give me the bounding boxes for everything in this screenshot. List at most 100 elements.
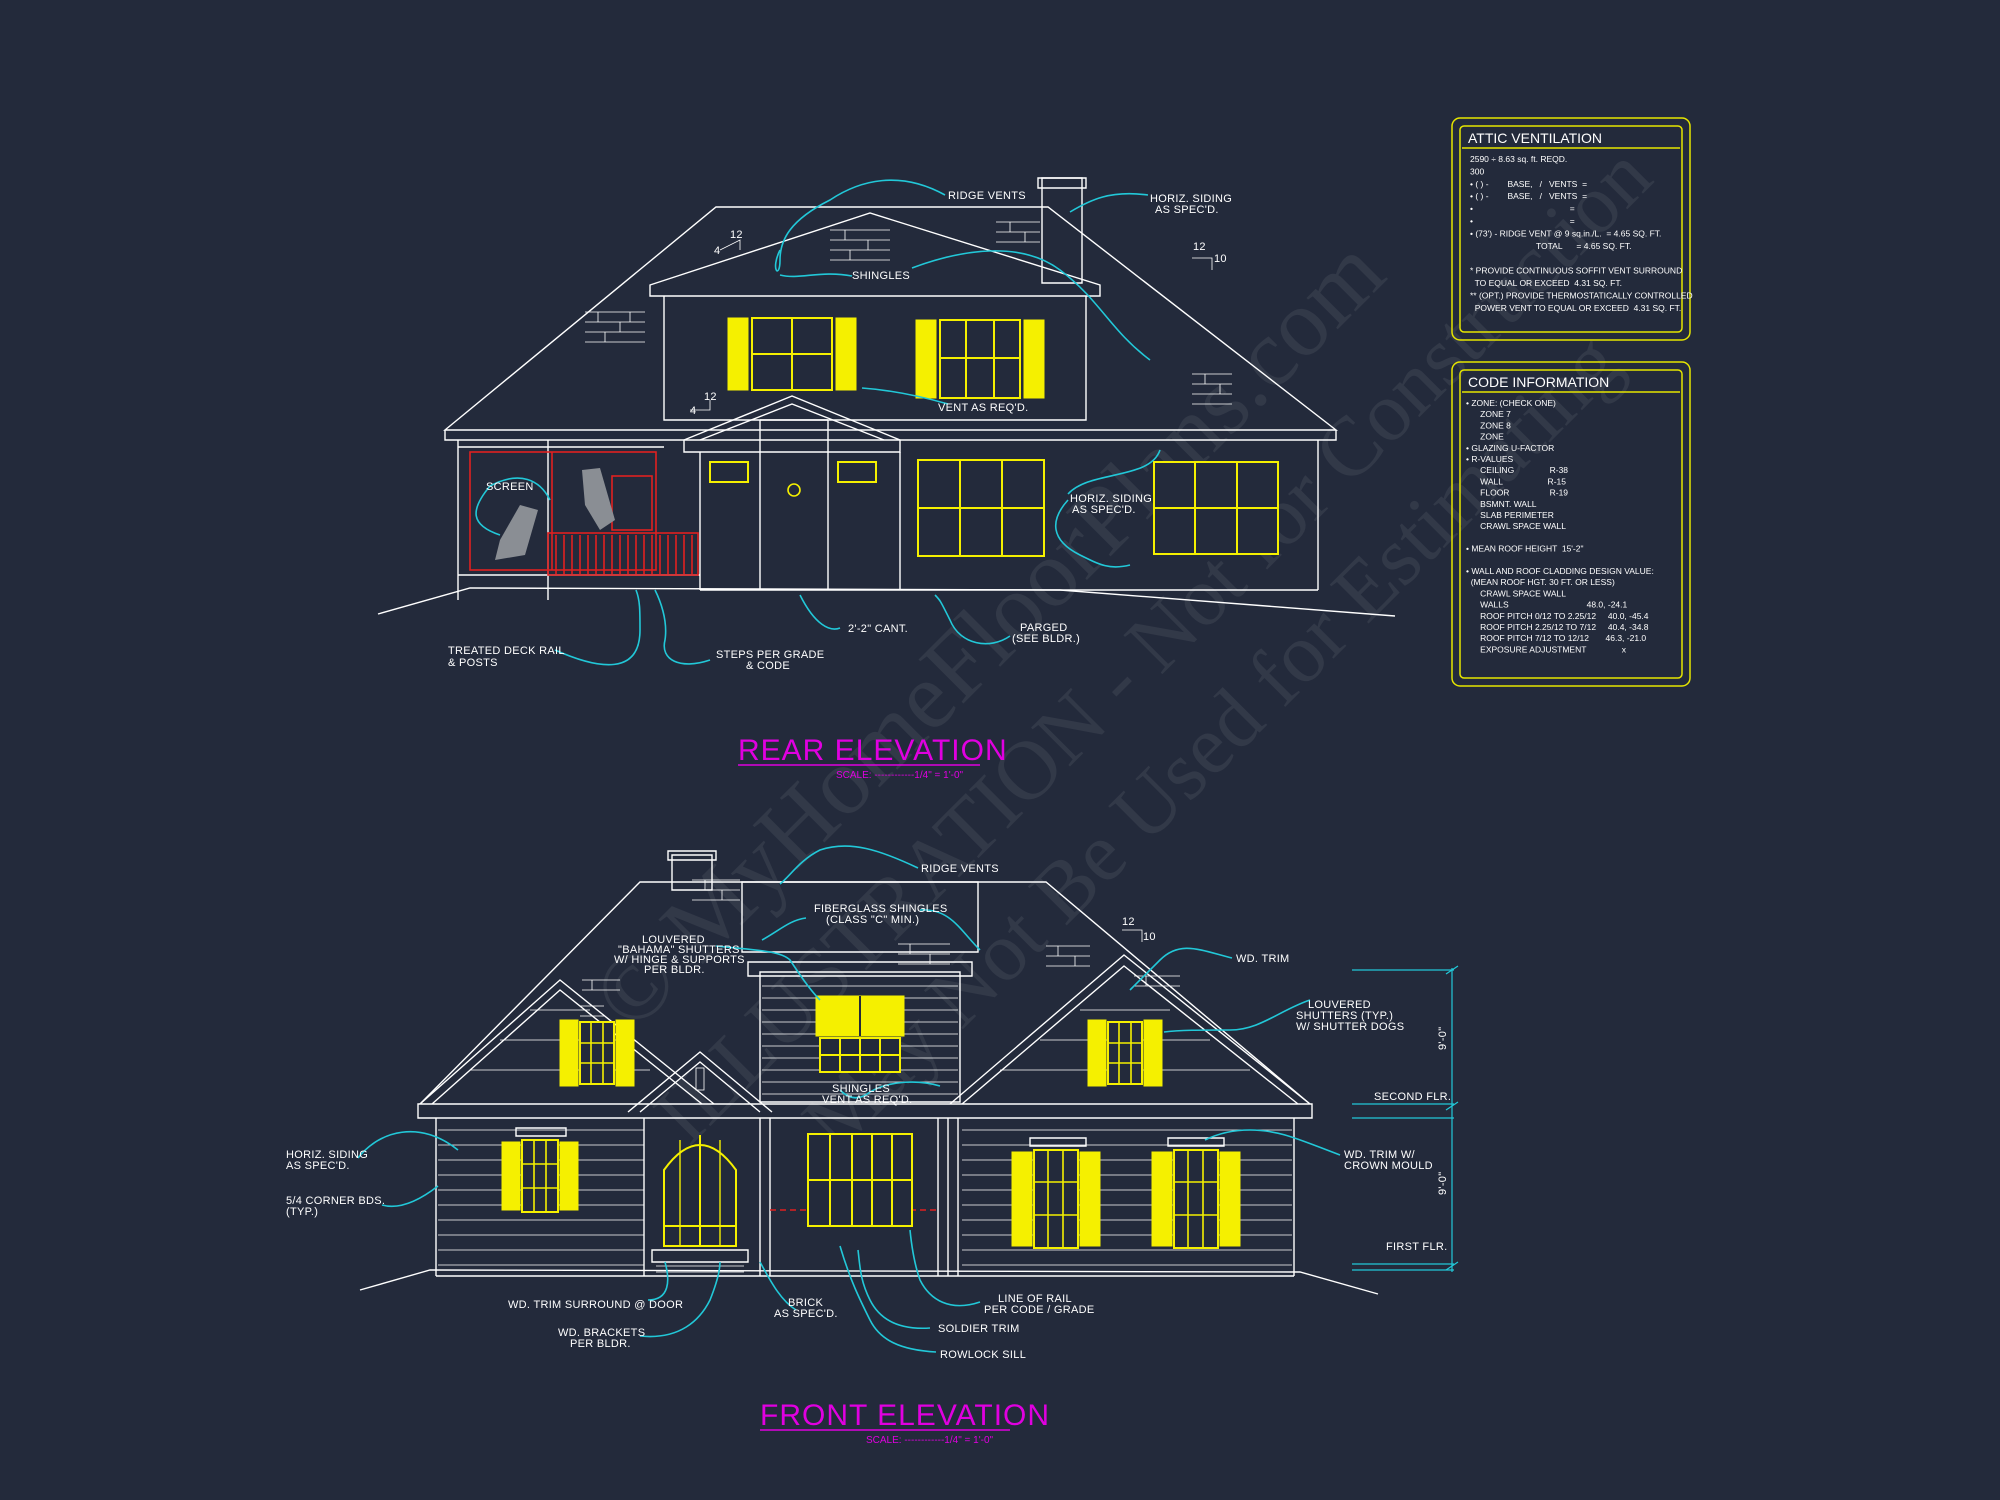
code-information-lines: • ZONE: (CHECK ONE) ZONE 7 ZONE 8 ZONE• … (1466, 398, 1654, 654)
code-line: • R-VALUES (1466, 454, 1514, 464)
front-window-right-1 (1011, 1137, 1101, 1249)
rear-elevation-scale: SCALE: ------------1/4" = 1'-0" (836, 770, 964, 781)
rear-roof-hatches (585, 221, 1232, 405)
code-line: • WALL AND ROOF CLADDING DESIGN VALUE: (1466, 566, 1654, 576)
code-line: CRAWL SPACE WALL (1466, 521, 1566, 531)
front-label-rowlock: ROWLOCK SILL (940, 1349, 1026, 1361)
front-porch-window (807, 1133, 913, 1227)
dim-lower: 9'-0" (1437, 1172, 1449, 1195)
front-label-fiberglass: FIBERGLASS SHINGLES (814, 903, 947, 915)
rear-pitch-c-top: 12 (704, 391, 717, 403)
rear-label-shingles: SHINGLES (852, 270, 910, 282)
rear-label-ridge-vents: RIDGE VENTS (948, 190, 1026, 202)
code-line: ZONE (1466, 432, 1504, 442)
front-label-louvered-1: LOUVERED (642, 934, 705, 946)
attic-line: ** (OPT.) PROVIDE THERMOSTATICALLY CONTR… (1470, 290, 1693, 300)
front-label-crown-1: WD. TRIM W/ (1344, 1149, 1416, 1161)
code-line: WALLS 48.0, -24.1 (1466, 600, 1628, 610)
front-label-corner-1: 5/4 CORNER BDS. (286, 1195, 385, 1207)
front-label-crown-2: CROWN MOULD (1344, 1160, 1433, 1172)
code-line: CRAWL SPACE WALL (1466, 588, 1566, 598)
code-line: ZONE 7 (1466, 409, 1511, 419)
rear-label-deck-rail: TREATED DECK RAIL (448, 645, 565, 657)
front-label-rail-1: LINE OF RAIL (998, 1293, 1072, 1305)
code-line: • GLAZING U-FACTOR (1466, 443, 1554, 453)
rear-label-deck-rail-b: & POSTS (448, 657, 498, 669)
attic-ventilation-box: ATTIC VENTILATION 2590 ÷ 8.63 sq. ft. RE… (1451, 117, 1693, 341)
front-label-horiz-siding-b: AS SPEC'D. (286, 1160, 350, 1172)
front-label-shingles-1: SHINGLES (832, 1083, 890, 1095)
front-siding-right (962, 1129, 1292, 1266)
rear-elevation-drawing: 12 4 12 10 12 4 RIDGE VENTS HORIZ. SIDIN… (377, 177, 1396, 781)
rear-upper-window-right (915, 319, 1045, 399)
rear-leaders (475, 179, 1161, 666)
front-pitch-side: 10 (1143, 931, 1156, 943)
attic-line: • = (1470, 204, 1575, 214)
attic-line: 300 (1470, 166, 1484, 176)
front-label-fiberglass-b: (CLASS "C" MIN.) (826, 914, 919, 926)
dim-upper: 9'-0" (1437, 1027, 1449, 1050)
front-elevation-title: FRONT ELEVATION (760, 1399, 1050, 1432)
code-line: SLAB PERIMETER (1466, 510, 1554, 520)
front-label-shingles-2: VENT AS REQ'D. (822, 1094, 912, 1106)
code-line: WALL R-15 (1466, 476, 1566, 486)
attic-line: TOTAL = 4.65 SQ. FT. (1470, 241, 1631, 251)
rear-upper-window-left (727, 317, 857, 391)
rear-label-horiz-siding-2: HORIZ. SIDING (1070, 493, 1152, 505)
attic-ventilation-title: ATTIC VENTILATION (1468, 130, 1602, 146)
code-line: ROOF PITCH 0/12 TO 2.25/12 40.0, -45.4 (1466, 611, 1649, 621)
front-label-brick-1: BRICK (788, 1297, 823, 1309)
front-dormer-window (815, 995, 905, 1073)
front-label-lshutters-1: LOUVERED (1308, 999, 1371, 1011)
code-line: • MEAN ROOF HEIGHT 15'-2" (1466, 544, 1584, 554)
front-label-louvered-3: W/ HINGE & SUPPORTS (614, 954, 745, 966)
front-elevation-scale: SCALE: ------------1/4" = 1'-0" (866, 1435, 994, 1446)
front-label-second-flr: SECOND FLR. (1374, 1091, 1451, 1103)
front-label-lshutters-3: W/ SHUTTER DOGS (1296, 1021, 1404, 1033)
code-line: CEILING R-38 (1466, 465, 1568, 475)
floor-dimensions (1352, 965, 1459, 1272)
front-label-brackets-2: PER BLDR. (570, 1338, 631, 1350)
front-label-brick-2: AS SPEC'D. (774, 1308, 838, 1320)
code-line: • ZONE: (CHECK ONE) (1466, 398, 1556, 408)
rear-elevation-title: REAR ELEVATION (738, 734, 1008, 767)
rear-label-horiz-siding-2b: AS SPEC'D. (1072, 504, 1136, 516)
rear-label-screen: SCREEN (486, 481, 534, 493)
code-line: ZONE 8 (1466, 420, 1511, 430)
front-leaders (357, 845, 1341, 1353)
code-line: ROOF PITCH 7/12 TO 12/12 46.3, -21.0 (1466, 633, 1646, 643)
code-line: (MEAN ROOF HGT. 30 FT. OR LESS) (1466, 577, 1615, 587)
deck-balusters (555, 535, 693, 574)
front-roof-hatches (580, 879, 1180, 1017)
rear-label-vent: VENT AS REQ'D. (938, 402, 1028, 414)
attic-line: • (73') - RIDGE VENT @ 9 sq.in./L. = 4.6… (1470, 228, 1661, 238)
front-label-horiz-siding: HORIZ. SIDING (286, 1149, 368, 1161)
front-gable-window-right (1087, 1019, 1163, 1087)
code-line: ROOF PITCH 2.25/12 TO 7/12 40.4, -34.8 (1466, 622, 1649, 632)
front-label-soldier: SOLDIER TRIM (938, 1323, 1020, 1335)
attic-line: 2590 ÷ 8.63 sq. ft. REQD. (1470, 154, 1567, 164)
attic-line: • = (1470, 216, 1575, 226)
code-line: EXPOSURE ADJUSTMENT x (1466, 644, 1627, 654)
rear-lower-window-center (917, 459, 1045, 557)
attic-line: POWER VENT TO EQUAL OR EXCEED 4.31 SQ. F… (1470, 303, 1681, 313)
rear-pitch-c-side: 4 (690, 405, 696, 417)
rear-lower-window-right (1153, 461, 1279, 555)
attic-line: * PROVIDE CONTINUOUS SOFFIT VENT SURROUN… (1470, 266, 1682, 276)
attic-line: • ( ) - BASE, / VENTS = (1470, 179, 1587, 189)
front-label-rail-2: PER CODE / GRADE (984, 1304, 1095, 1316)
front-door (651, 1135, 749, 1273)
front-window-left (501, 1127, 579, 1213)
code-line: FLOOR R-19 (1466, 488, 1568, 498)
rear-label-horiz-siding-1: HORIZ. SIDING (1150, 193, 1232, 205)
rear-pitch-a-top: 12 (730, 229, 743, 241)
attic-line: • ( ) - BASE, / VENTS = (1470, 191, 1587, 201)
front-label-lshutters-2: SHUTTERS (TYP.) (1296, 1010, 1393, 1022)
attic-ventilation-lines: 2590 ÷ 8.63 sq. ft. REQD. 300 • ( ) - BASE… (1470, 154, 1693, 313)
front-label-brackets-1: WD. BRACKETS (558, 1327, 645, 1339)
rear-label-cant: 2'-2" CANT. (848, 623, 908, 635)
front-gable-window-left (559, 1019, 635, 1087)
rear-pitch-b-top: 12 (1193, 241, 1206, 253)
front-label-louvered-4: PER BLDR. (644, 964, 705, 976)
